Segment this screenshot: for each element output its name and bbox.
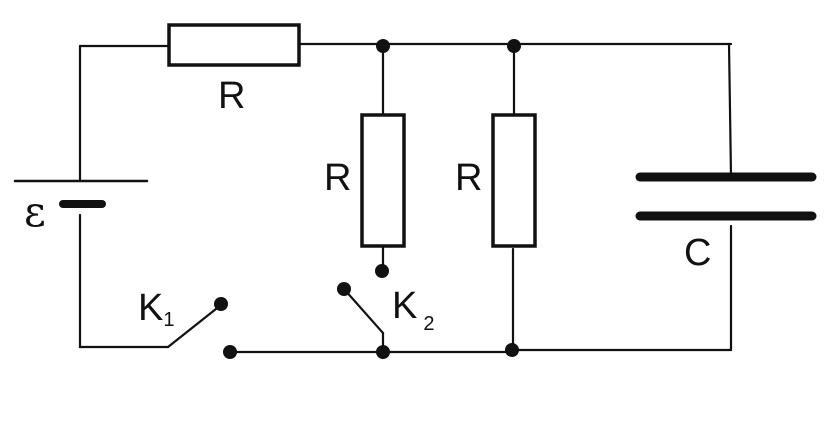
switch-k2-pivot-contact [337,282,351,296]
junction-bottom-middle [376,345,390,359]
switch-k1-contact [214,297,228,311]
switch-k1-terminal [223,345,237,359]
emf-label: ε [24,187,46,236]
middle-resistor [360,113,406,248]
capacitor-wire-top [727,42,733,178]
series-resistor-label: R [218,75,245,117]
middle-resistor-label: R [324,157,351,199]
right-resistor [491,113,537,248]
left-wire-lower [78,213,170,349]
capacitor-label: C [684,232,711,274]
switch-k2-blade [342,287,385,335]
junction-top-middle [376,39,390,53]
junction-bottom-right [505,343,519,357]
right-resistor-label: R [455,157,482,199]
junction-top-right [507,39,521,53]
series-resistor [167,23,301,67]
middle-resistor-contact [375,264,389,278]
switch-k1-blade [166,303,223,349]
bottom-wire [229,348,733,354]
switch-k1-label: K1 [138,287,174,331]
